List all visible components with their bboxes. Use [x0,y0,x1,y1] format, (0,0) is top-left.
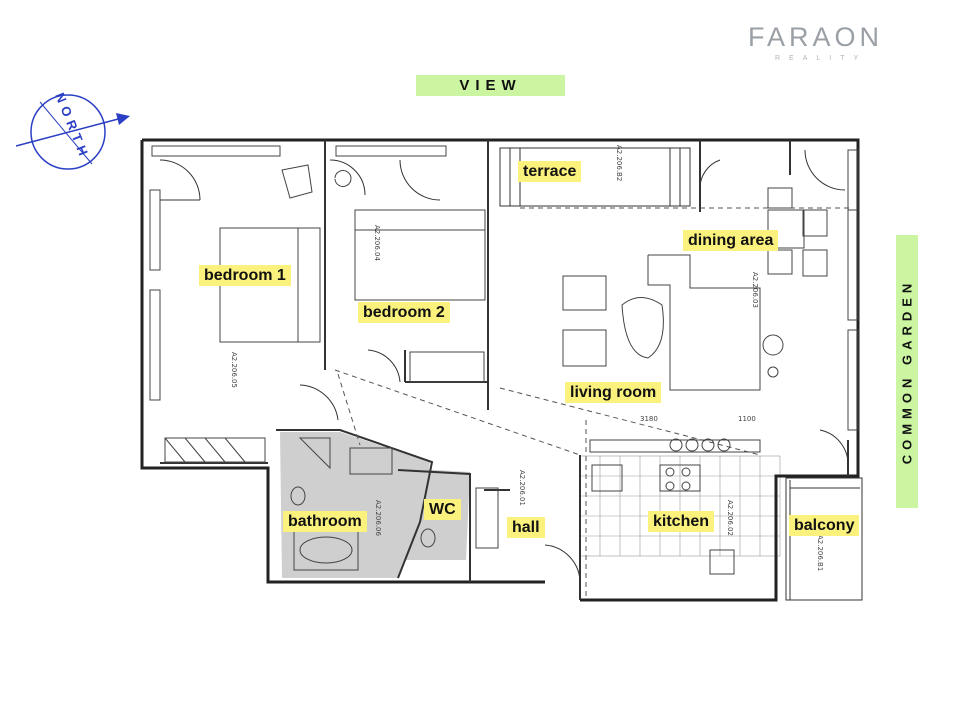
code-bedroom-2: A2.206.04 [373,225,381,262]
room-label-kitchen: kitchen [648,511,715,532]
kitchen-floor-tiles [579,455,781,557]
view-banner: VIEW [416,75,565,96]
doors [159,149,849,583]
room-label-wc: WC [424,499,461,520]
windows [149,145,859,431]
room-label-terrace: terrace [518,161,582,182]
room-label-balcony: balcony [789,515,860,536]
dimension-3180: 3180 [640,415,658,423]
code-terrace: A2.206.B2 [615,145,623,181]
north-compass-icon: NORTH [15,91,130,170]
code-kitchen: A2.206.02 [726,500,734,536]
room-label-bathroom: bathroom [283,511,367,532]
room-label-hall: hall [507,517,545,538]
code-living-room: A2.206.03 [751,272,759,308]
faraon-logo: FARAON [748,22,884,52]
dimension-1100: 1100 [738,415,756,423]
faraon-logo-subtext: REALITY [775,55,868,62]
terrace-outline [499,147,691,207]
outer-walls [140,138,860,602]
code-hall: A2.206.01 [518,470,526,506]
balcony-outline [785,477,863,601]
common-garden-banner: COMMON GARDEN [896,235,918,508]
room-label-living-room: living room [565,382,662,403]
compass-north-text: NORTH [52,91,93,163]
room-label-dining-area: dining area [683,230,779,251]
room-label-bedroom-1: bedroom 1 [199,265,291,286]
furniture [164,164,828,575]
interior-walls [160,140,849,600]
code-bathroom: A2.206.06 [374,500,382,537]
room-label-bedroom-2: bedroom 2 [358,302,450,323]
code-balcony: A2.206.B1 [816,535,824,571]
code-bedroom-1: A2.206.05 [230,352,238,388]
dashed-lines [334,207,850,600]
